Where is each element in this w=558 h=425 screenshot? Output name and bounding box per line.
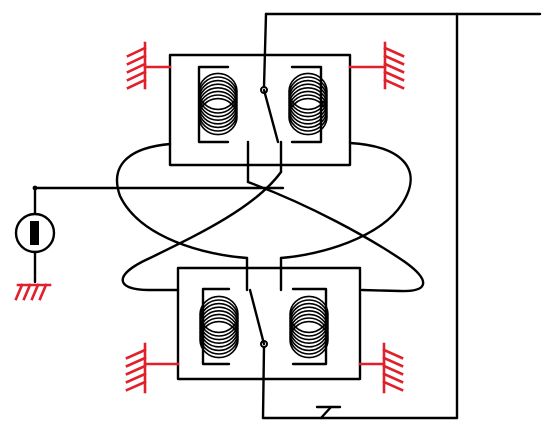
upper-switch-blade: [262, 88, 280, 144]
upper-left-coil: [198, 72, 238, 136]
key-lever: [319, 405, 333, 420]
upper-relay-frame: [168, 53, 352, 167]
ground-symbols: [14, 41, 405, 394]
wire-upper-left-to-lower-right: [246, 180, 425, 293]
coil-turn: [289, 309, 329, 348]
lower-relay: [176, 256, 362, 420]
coil-turn: [199, 309, 239, 348]
ground-lower-left: [125, 342, 180, 394]
coil-turn: [198, 87, 238, 125]
coil-turn: [288, 97, 328, 136]
ground-meter: [14, 283, 52, 301]
crossing-wires: [115, 141, 425, 293]
coil-turn: [289, 306, 329, 345]
ground-upper-right: [348, 41, 405, 90]
outer-wires: [261, 12, 542, 420]
lower-left-coil: [199, 295, 239, 359]
coil-turn: [199, 306, 239, 345]
coil-turn: [289, 320, 329, 359]
meter-needle: [30, 221, 39, 245]
lower-right-coil: [289, 295, 329, 359]
wire-upper-loop-left: [115, 142, 249, 260]
upper-right-coil: [288, 72, 328, 136]
lower-switch-blade: [248, 288, 266, 346]
upper-switch-lead: [262, 12, 268, 89]
coil-turn: [199, 320, 239, 359]
lower-switch-lead: [261, 345, 266, 420]
coil-turn: [198, 97, 238, 136]
lower-relay-frame: [176, 266, 362, 381]
meter-branch: [14, 185, 285, 284]
ground-upper-left: [126, 41, 172, 90]
ground-lower-right: [358, 342, 404, 394]
wire-upper-loop-right: [279, 141, 412, 260]
wire-upper-right-to-lower-left: [121, 170, 283, 292]
coil-turn: [198, 83, 238, 121]
upper-relay: [168, 12, 352, 184]
